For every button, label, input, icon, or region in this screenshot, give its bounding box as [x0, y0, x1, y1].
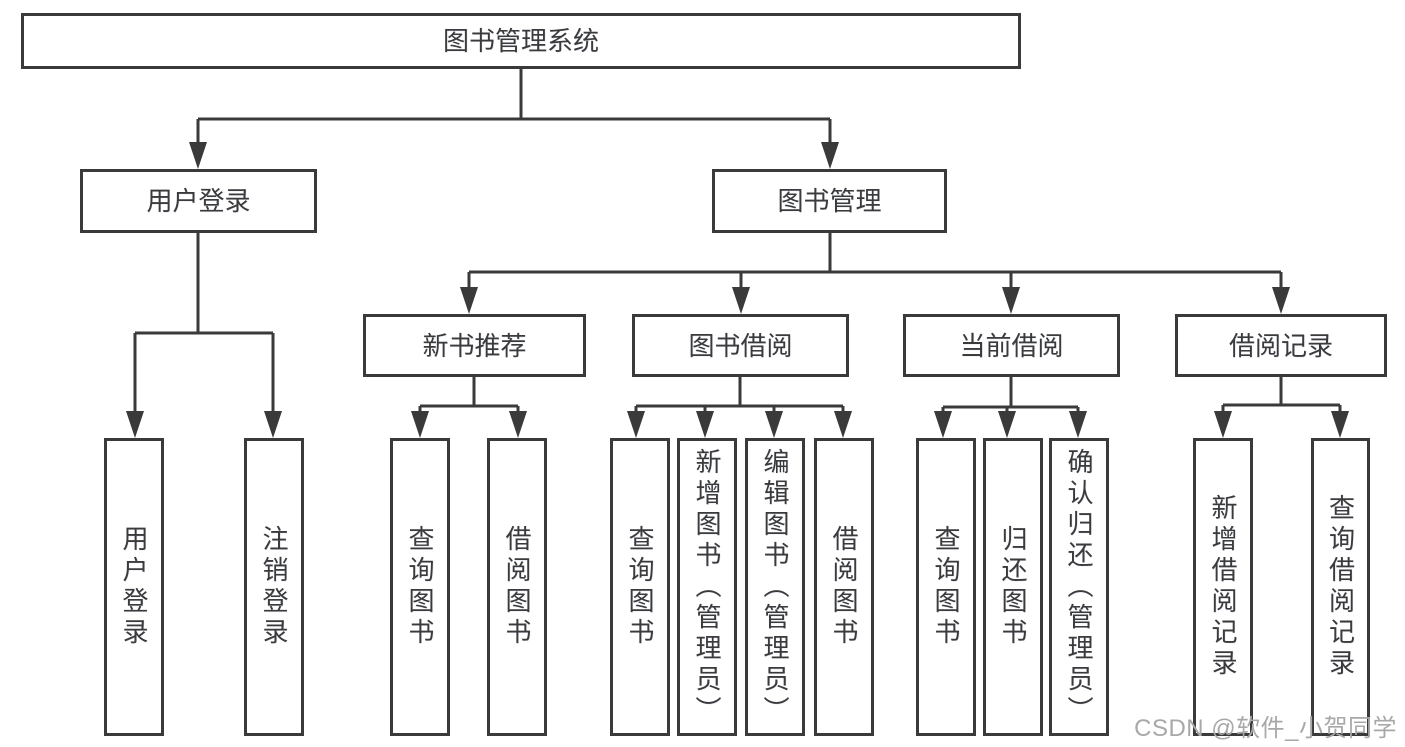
leaf-query-books-1: 查询图书 [390, 438, 450, 736]
node-borrowing: 图书借阅 [632, 314, 849, 377]
connector-records [1221, 377, 1342, 413]
leaf-borrow-books-2: 借阅图书 [814, 438, 874, 736]
connector-borrowing [634, 377, 845, 413]
leaf-query-books-3: 查询图书 [916, 438, 976, 736]
leaf-confirm-return-admin: 确认归还（管理员） [1049, 438, 1109, 736]
leaf-query-borrow-record: 查询借阅记录 [1311, 438, 1370, 736]
node-root-label: 图书管理系统 [442, 26, 599, 56]
node-current-borrow-label: 当前借阅 [959, 330, 1064, 361]
connector-root [196, 69, 832, 144]
leaf-edit-books-admin: 编辑图书（管理员） [745, 438, 805, 736]
watermark: CSDN @软件_小贺同学 [1134, 715, 1397, 742]
leaf-add-books-admin: 新增图书（管理员） [677, 438, 737, 736]
node-borrowing-label: 图书借阅 [688, 330, 793, 361]
connector-user-login [133, 233, 275, 413]
leaf-user-login: 用户登录 [104, 438, 164, 736]
node-book-mgmt: 图书管理 [712, 169, 947, 233]
node-new-books-label: 新书推荐 [422, 330, 527, 361]
leaf-add-borrow-record: 新增借阅记录 [1193, 438, 1253, 736]
node-root: 图书管理系统 [21, 13, 1021, 69]
leaf-borrow-books-1: 借阅图书 [487, 438, 547, 736]
leaf-logout: 注销登录 [244, 438, 304, 736]
node-borrow-records-label: 借阅记录 [1228, 330, 1333, 361]
node-user-login: 用户登录 [80, 169, 317, 233]
node-book-mgmt-label: 图书管理 [777, 186, 882, 216]
connector-current [941, 377, 1080, 413]
leaf-return-books: 归还图书 [983, 438, 1043, 736]
node-borrow-records: 借阅记录 [1175, 314, 1387, 377]
connector-new-books [418, 377, 520, 413]
node-new-books: 新书推荐 [363, 314, 586, 377]
leaf-query-books-2: 查询图书 [610, 438, 670, 736]
connector-book-mgmt [467, 233, 1283, 289]
node-user-login-label: 用户登录 [146, 186, 251, 216]
node-current-borrow: 当前借阅 [903, 314, 1120, 377]
